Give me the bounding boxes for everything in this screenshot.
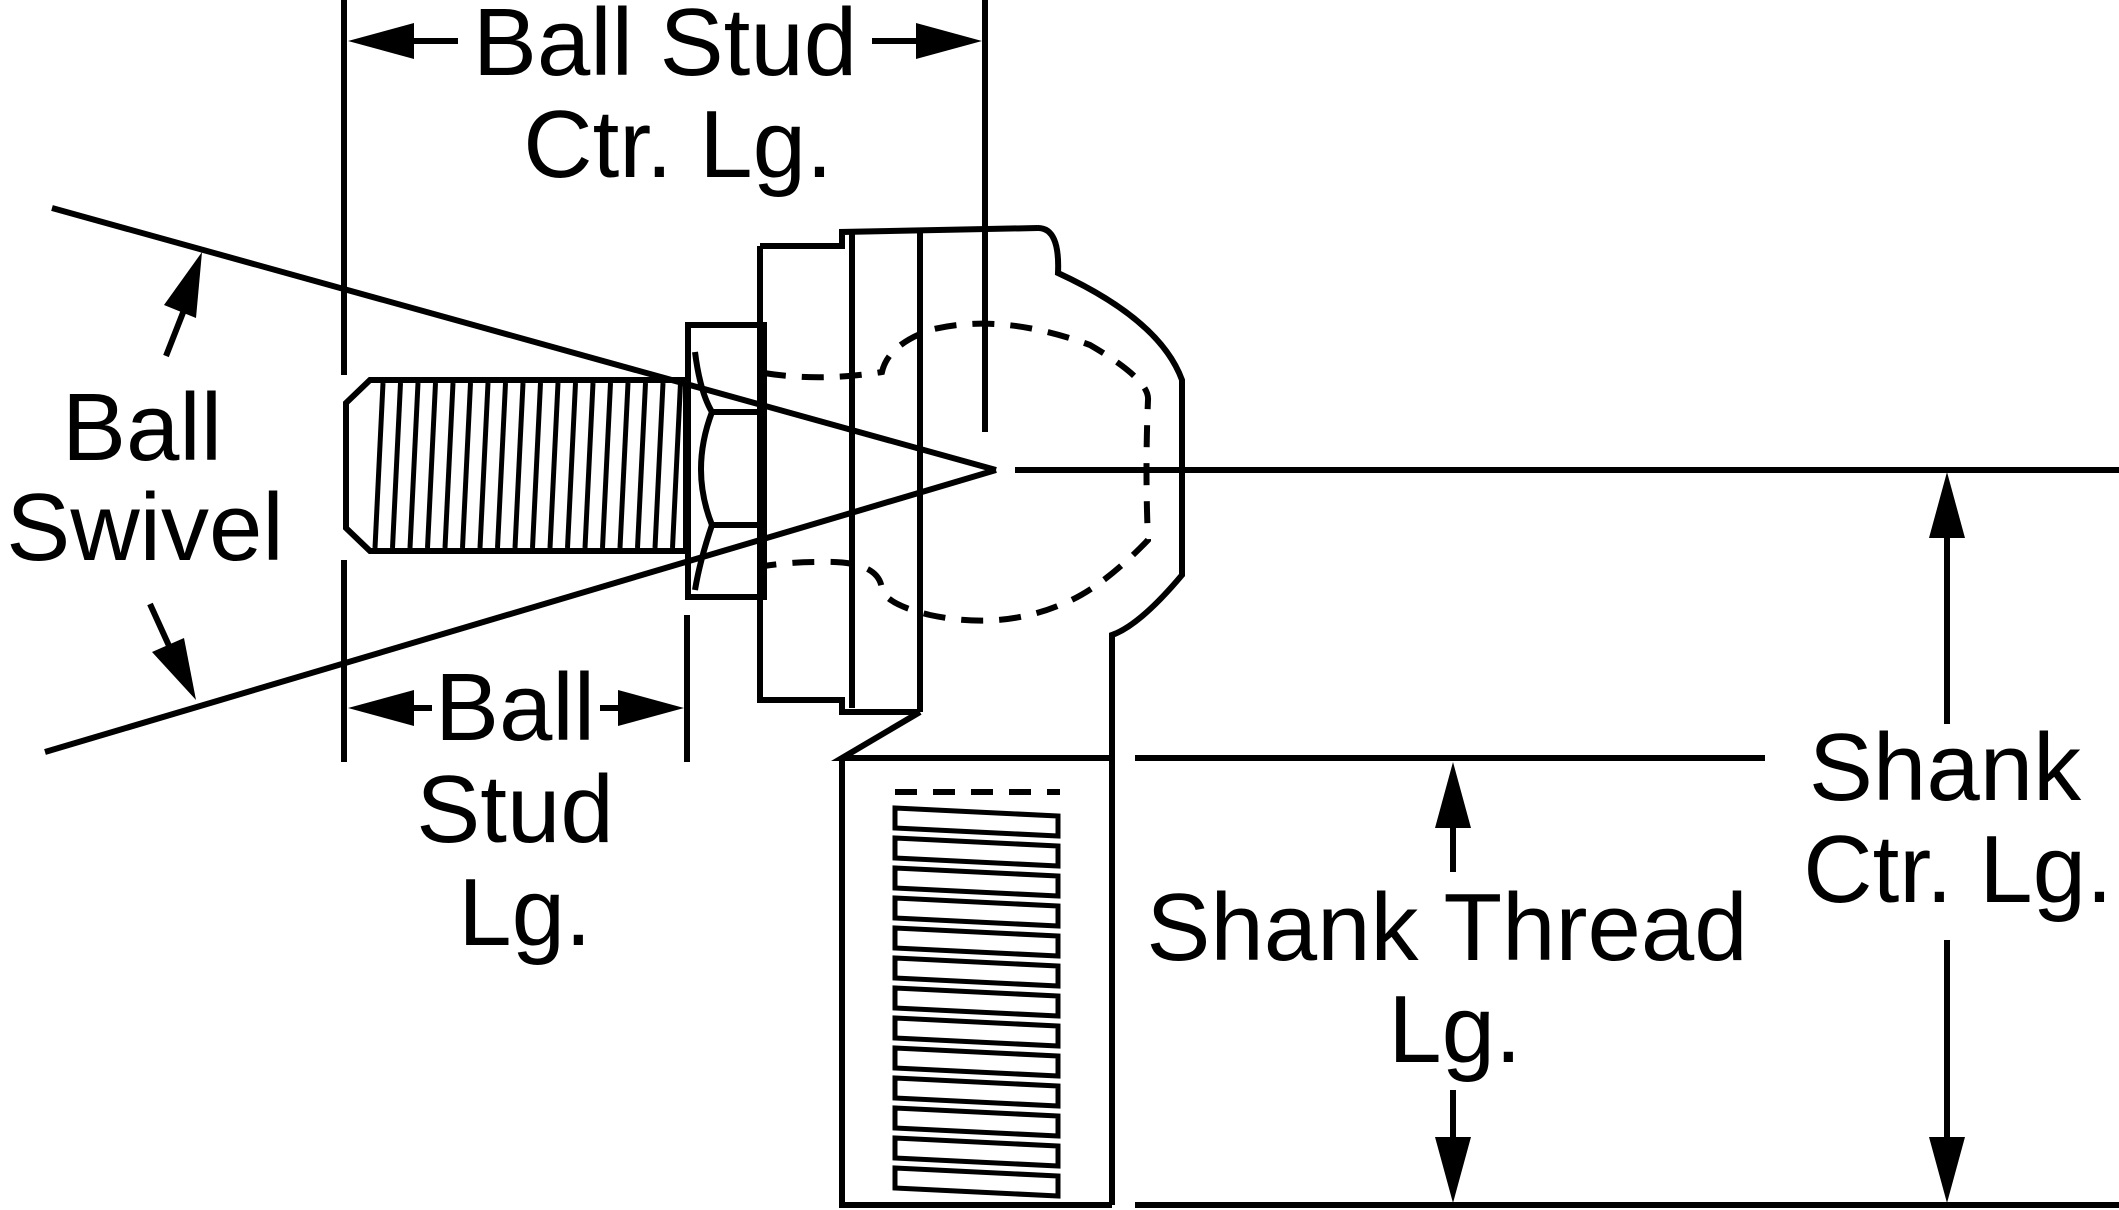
label-line: Ctr. Lg. [523, 91, 832, 198]
label-ball-stud-ctr-lg: Ball Stud Ctr. Lg. [473, 0, 857, 198]
shank-thread-lg-dimension [1435, 762, 1471, 1203]
socket-housing [757, 225, 1185, 1208]
label-line: Lg. [458, 859, 591, 966]
thread-line [372, 382, 386, 549]
label-shank-ctr-lg: Shank Ctr. Lg. [1803, 714, 2112, 923]
label-line: Stud [416, 756, 613, 863]
thread-line [547, 382, 561, 549]
thread-tooth [892, 895, 1061, 929]
hex-nut [685, 322, 767, 600]
thread-tooth [892, 1015, 1061, 1049]
label-line: Ball [62, 374, 222, 481]
thread-line [565, 382, 578, 549]
thread-tooth [892, 1165, 1061, 1199]
label-line: Ball [435, 654, 595, 761]
thread-line [442, 382, 456, 549]
label-ball-stud-lg: Ball Stud Lg. [416, 654, 613, 966]
thread-line [390, 382, 403, 549]
thread-tooth [892, 1135, 1061, 1169]
thread-tooth [892, 985, 1061, 1019]
thread-tooth [892, 835, 1061, 869]
thread-tooth [892, 1075, 1061, 1109]
thread-tooth [892, 865, 1061, 899]
ball-stud-ctr-lg-dimension [348, 23, 982, 59]
ball-stud-threads [343, 377, 689, 554]
thread-line [425, 382, 438, 549]
ball-stud-lg-dimension [348, 690, 684, 726]
thread-line [407, 382, 421, 549]
thread-tooth [892, 1045, 1061, 1079]
shank-ctr-lg-dimension [1929, 472, 1965, 1203]
thread-tooth [892, 1105, 1061, 1139]
thread-line [600, 382, 613, 549]
thread-tooth [892, 805, 1061, 839]
shank-threads [892, 789, 1061, 1199]
label-line: Swivel [6, 474, 283, 581]
ball-swivel-arrows [147, 252, 202, 700]
thread-line [617, 382, 631, 549]
thread-line [460, 382, 473, 549]
extension-lines [341, 0, 2119, 1208]
label-line: Ctr. Lg. [1803, 816, 2112, 923]
label-shank-thread-lg: Shank Thread Lg. [1146, 874, 1747, 1083]
thread-tooth [892, 925, 1061, 959]
thread-line [477, 382, 491, 549]
thread-line [495, 382, 508, 549]
label-line: Ball Stud [473, 0, 857, 96]
ball-hidden-outline [763, 320, 1152, 624]
swivel-angle-lines [44, 205, 997, 755]
label-ball-swivel: Ball Swivel [6, 374, 283, 581]
thread-line [530, 382, 543, 549]
label-line: Shank Thread [1146, 874, 1747, 981]
label-line: Lg. [1388, 976, 1521, 1083]
thread-line [635, 382, 648, 549]
thread-line [670, 382, 683, 549]
thread-line [582, 382, 596, 549]
thread-line [652, 382, 666, 549]
label-line: Shank [1809, 714, 2082, 821]
thread-line [512, 382, 526, 549]
thread-tooth [892, 955, 1061, 989]
